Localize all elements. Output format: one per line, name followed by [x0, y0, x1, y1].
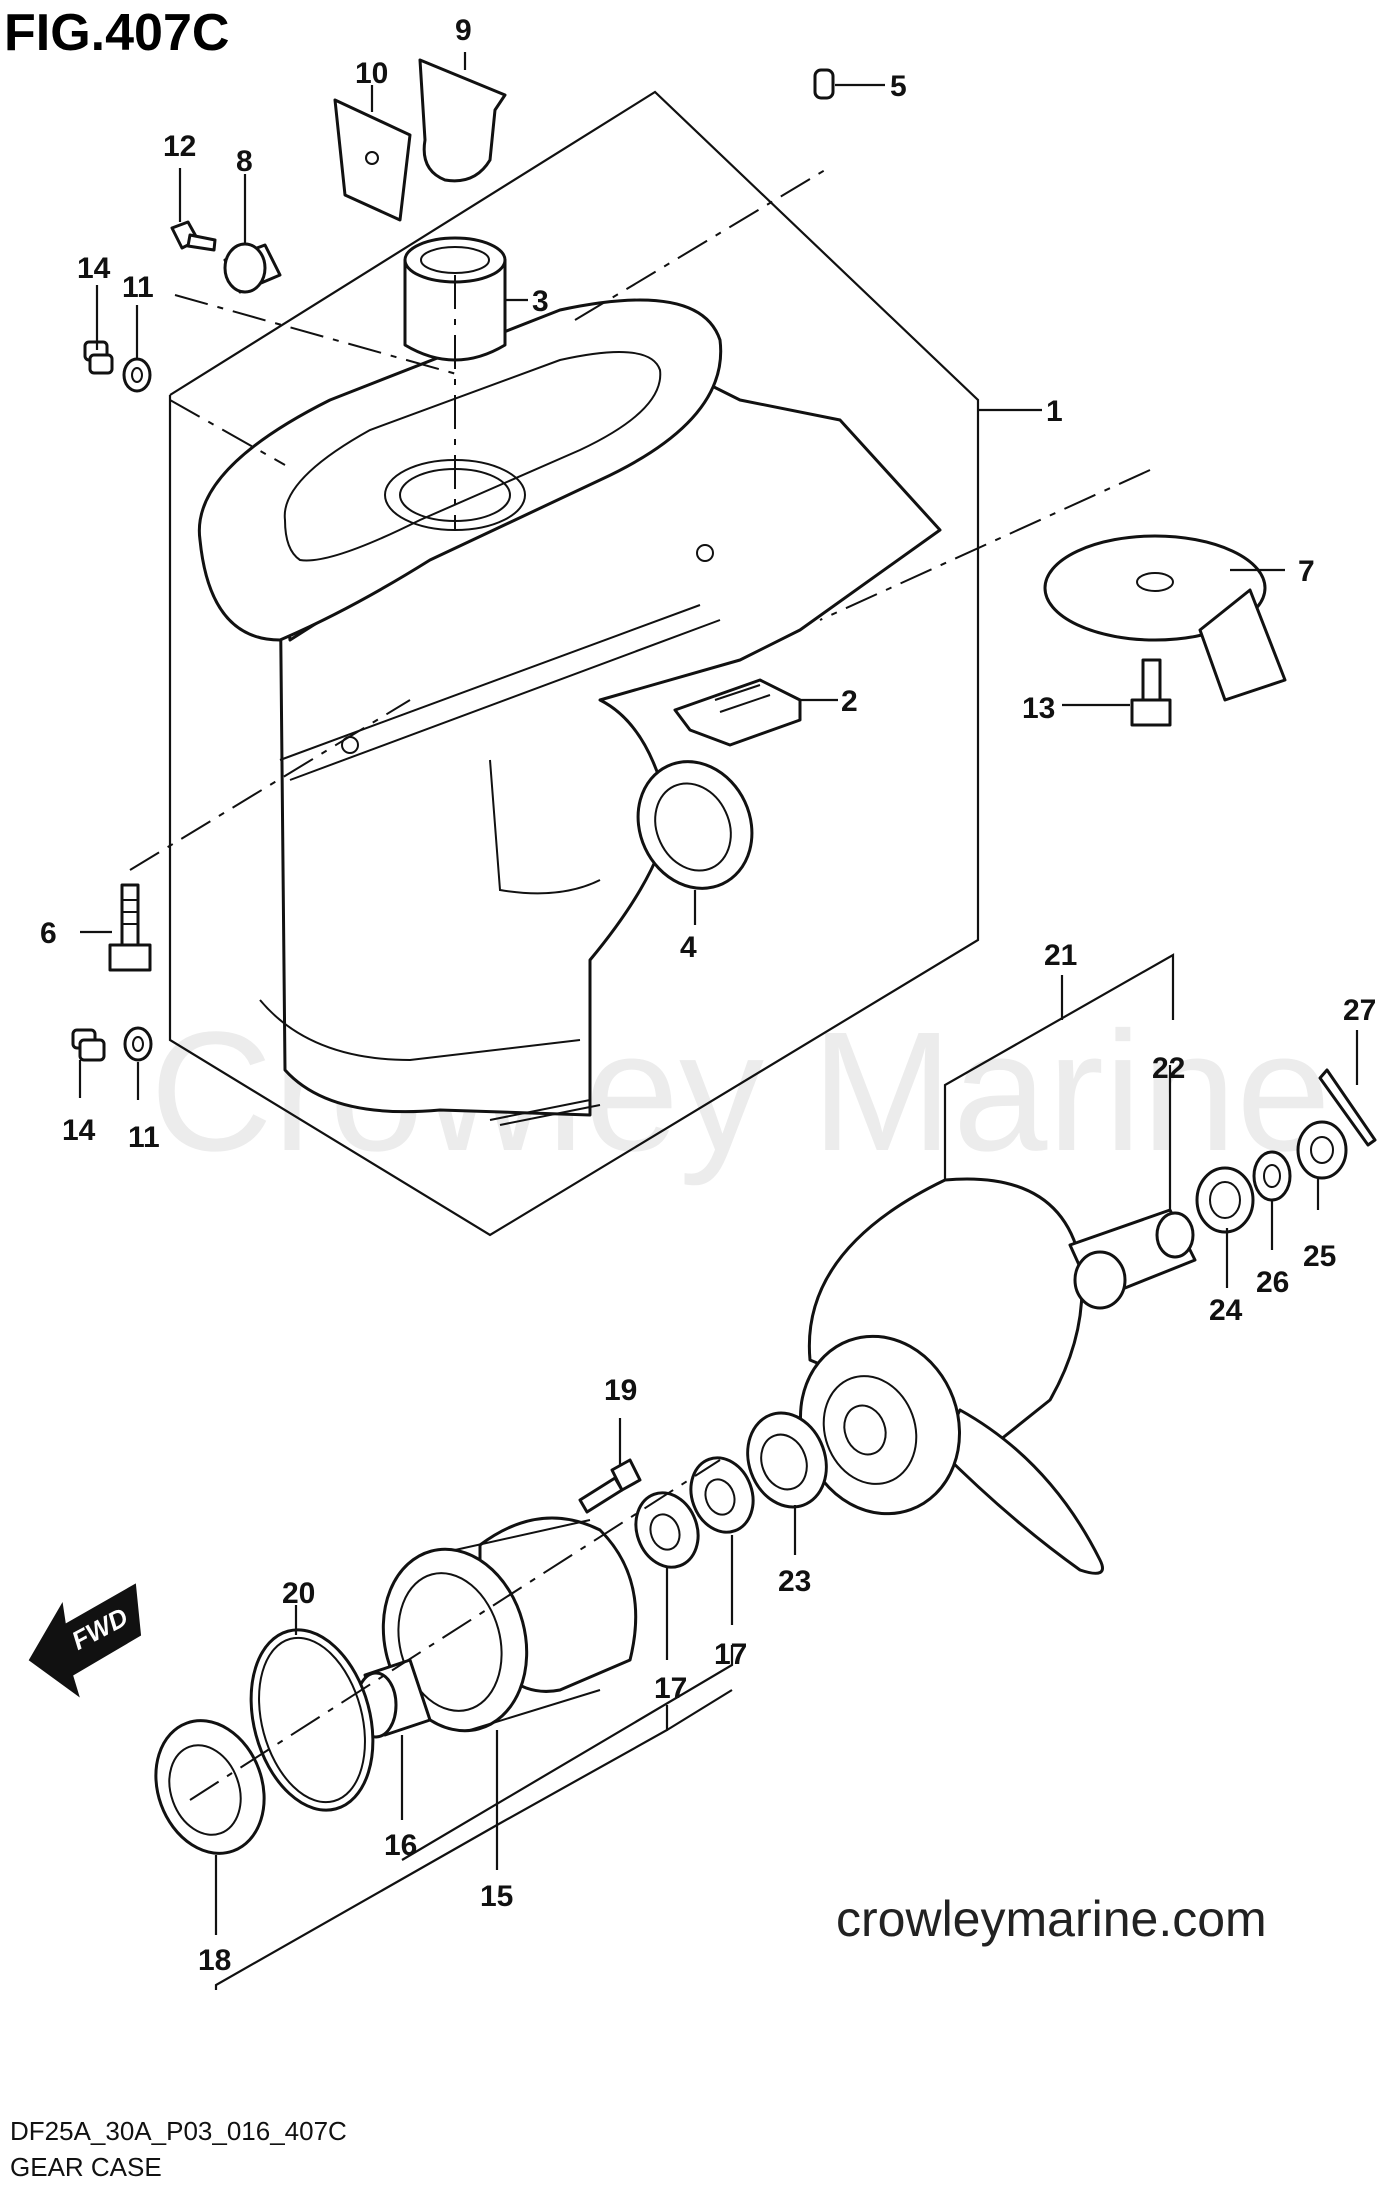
callout-17-left: 17	[654, 1672, 687, 1705]
washer-part-11-upper	[122, 357, 152, 393]
assembly-frame	[168, 90, 980, 1237]
callout-2: 2	[841, 685, 858, 718]
bearing-part-4	[636, 760, 754, 890]
nut-part-25	[1296, 1120, 1348, 1180]
anode-part-2	[673, 678, 802, 747]
callout-18: 18	[198, 1944, 231, 1977]
gear-case-housing	[197, 298, 942, 1126]
callout-3: 3	[532, 285, 549, 318]
bolt-part-19	[578, 1458, 642, 1514]
callout-5: 5	[890, 70, 907, 103]
callout-14-upper: 14	[77, 252, 111, 285]
callout-labels: 1 2 3 4 5 6 7 8 9 10 11 11 12 13 14 14 1…	[40, 14, 1376, 1977]
callout-17-right: 17	[714, 1638, 747, 1671]
figure-title: FIG.407C	[4, 4, 229, 62]
callout-25: 25	[1303, 1240, 1336, 1273]
callout-9: 9	[455, 14, 472, 47]
callout-6: 6	[40, 917, 57, 950]
o-ring-part-20	[249, 1628, 375, 1812]
leader-lines	[78, 52, 1359, 1990]
callout-10: 10	[355, 57, 388, 90]
callout-21: 21	[1044, 939, 1077, 972]
washer-part-17-a	[634, 1491, 700, 1569]
propeller-part-21	[799, 1177, 1104, 1575]
washer-part-26	[1252, 1150, 1292, 1202]
plate-part-10	[333, 98, 412, 222]
callout-22: 22	[1152, 1052, 1185, 1085]
trim-tab-part-7	[1043, 534, 1287, 702]
grommet-part-8	[223, 242, 282, 294]
bolt-part-13	[1130, 658, 1172, 727]
bolt-part-6	[108, 883, 152, 972]
cover-part-9	[418, 58, 507, 183]
plug-part-14-upper	[83, 340, 114, 375]
callout-14-lower: 14	[62, 1114, 96, 1147]
callout-1: 1	[1046, 395, 1063, 428]
fwd-arrow: FWD	[28, 1583, 142, 1698]
callout-19: 19	[604, 1374, 637, 1407]
figure-code: DF25A_30A_P03_016_407C	[10, 2116, 347, 2146]
callout-7: 7	[1298, 555, 1315, 588]
callout-13: 13	[1022, 692, 1055, 725]
figure-name: GEAR CASE	[10, 2152, 162, 2182]
callout-11-upper: 11	[122, 271, 154, 304]
pin-part-5	[813, 68, 835, 100]
callout-23: 23	[778, 1565, 811, 1598]
website-label: crowleymarine.com	[836, 1891, 1267, 1947]
cotter-pin-part-27	[1318, 1068, 1377, 1147]
callout-12: 12	[163, 130, 196, 163]
bolt-part-12	[170, 220, 217, 252]
callout-15: 15	[480, 1880, 513, 1913]
center-lines	[129, 169, 1151, 1801]
callout-20: 20	[282, 1577, 315, 1610]
callout-16: 16	[384, 1829, 417, 1862]
washer-part-11-lower	[123, 1026, 153, 1062]
callout-11-lower: 11	[128, 1121, 160, 1154]
callout-8: 8	[236, 145, 253, 178]
callout-4: 4	[680, 931, 697, 964]
plug-part-14-lower	[71, 1028, 106, 1062]
washer-part-17-b	[689, 1456, 755, 1534]
thrust-bushing-part-23	[746, 1411, 828, 1509]
callout-27: 27	[1343, 994, 1376, 1027]
washer-part-24	[1195, 1166, 1255, 1234]
callout-24: 24	[1209, 1294, 1243, 1327]
callout-26: 26	[1256, 1266, 1289, 1299]
spacer-part-22	[1068, 1208, 1197, 1310]
